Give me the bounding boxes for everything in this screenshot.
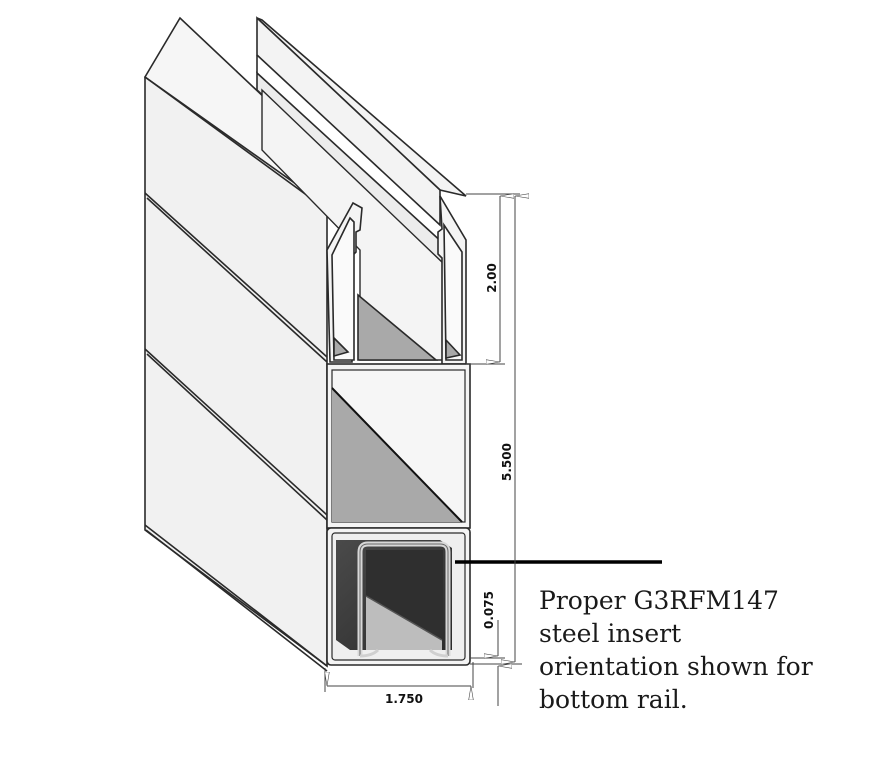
caption-line: Proper G3RFM147 [539,586,779,615]
dimension-label-top-channel-height: 2.00 [485,263,499,293]
caption-line: bottom rail. [539,685,688,714]
dimension-label-overall-height: 5.500 [500,443,514,481]
steel-insert-g3rfm147 [336,540,452,658]
profile-middle-chamber [326,363,471,529]
caption-line: orientation shown for [539,652,813,681]
caption-line: steel insert [539,619,682,648]
dimension-label-wall-thickness: 0.075 [482,591,496,629]
extrusion-back-lip [256,16,467,267]
profile-top-channel [326,195,467,365]
dimension-lines [325,194,522,706]
dimension-label-width: 1.750 [385,692,423,706]
insert-caption: Proper G3RFM147 steel insert orientation… [539,584,839,716]
